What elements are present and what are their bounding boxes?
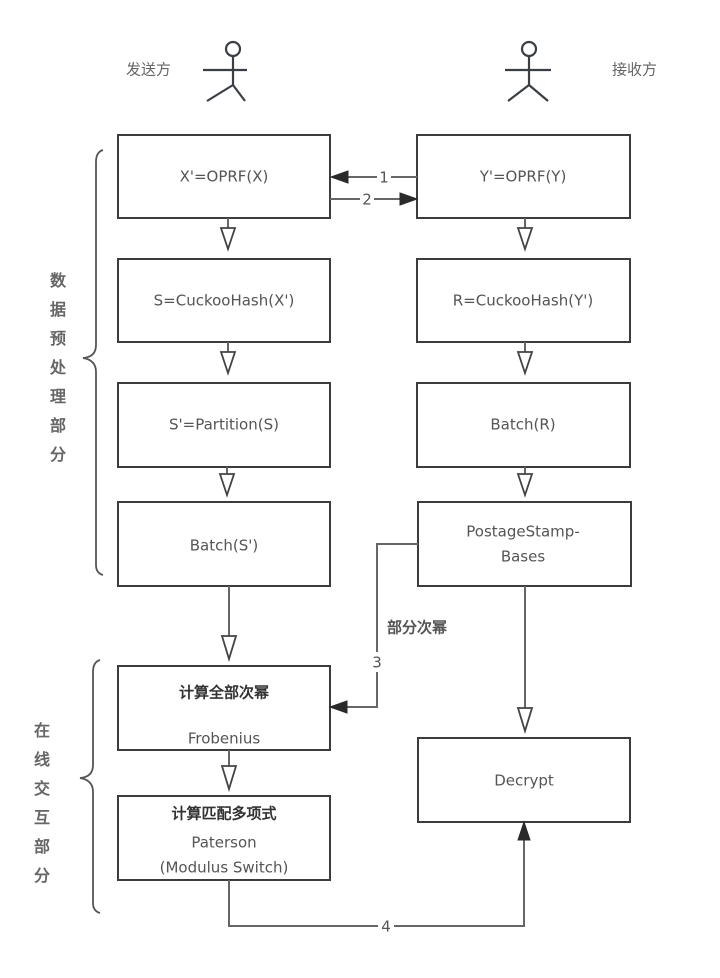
box-sender-partition[interactable]: S'=Partition(S) bbox=[117, 382, 331, 468]
box-receiver-cuckoo-hash[interactable]: R=CuckooHash(Y') bbox=[416, 258, 631, 343]
edge-receiver-cuckoo-to-batch bbox=[516, 342, 534, 376]
svg-text:(Modulus Switch): (Modulus Switch) bbox=[160, 859, 289, 877]
open-arrowhead-icon bbox=[516, 473, 534, 498]
online-section-label: 在 线 交 互 部 分 bbox=[34, 721, 50, 885]
edge-postage-to-decrypt bbox=[516, 586, 534, 735]
svg-text:Batch(R): Batch(R) bbox=[490, 416, 555, 434]
solid-arrowhead-icon bbox=[328, 700, 348, 714]
preprocessing-brace bbox=[82, 149, 104, 576]
svg-text:预: 预 bbox=[50, 329, 66, 348]
svg-text:Bases: Bases bbox=[501, 548, 546, 566]
open-arrowhead-icon bbox=[516, 351, 534, 376]
open-arrowhead-icon bbox=[516, 707, 534, 735]
svg-text:计算全部次幂: 计算全部次幂 bbox=[179, 684, 270, 702]
svg-text:1: 1 bbox=[379, 169, 389, 187]
open-arrowhead-icon bbox=[220, 765, 238, 793]
preprocessing-section-label: 数 据 预 处 理 部 分 bbox=[49, 271, 67, 464]
open-arrowhead-icon bbox=[219, 227, 237, 252]
solid-arrowhead-icon bbox=[329, 170, 349, 184]
svg-text:Paterson: Paterson bbox=[191, 834, 256, 852]
box-compute-matching-polynomial[interactable]: 计算匹配多项式 Paterson (Modulus Switch) bbox=[117, 795, 331, 881]
svg-text:分: 分 bbox=[34, 866, 50, 885]
box-sender-oprf[interactable]: X'=OPRF(X) bbox=[117, 134, 331, 219]
box-receiver-oprf[interactable]: Y'=OPRF(Y) bbox=[416, 134, 631, 219]
svg-text:线: 线 bbox=[34, 750, 50, 769]
svg-text:互: 互 bbox=[34, 808, 50, 827]
svg-text:Decrypt: Decrypt bbox=[494, 772, 554, 790]
edge-sender-partition-to-batch bbox=[218, 467, 236, 498]
solid-arrowhead-icon bbox=[517, 820, 531, 841]
edge-3-partial-powers: 3 部分次幂 bbox=[328, 543, 448, 714]
edge-sender-batch-to-all-powers bbox=[220, 586, 238, 663]
svg-text:PostageStamp-: PostageStamp- bbox=[466, 523, 579, 541]
actor-head-icon bbox=[224, 40, 242, 58]
solid-arrowhead-icon bbox=[399, 192, 419, 206]
svg-text:据: 据 bbox=[50, 300, 66, 319]
edge-receiver-oprf-to-cuckoo bbox=[516, 218, 534, 252]
svg-text:理: 理 bbox=[50, 387, 66, 406]
open-arrowhead-icon bbox=[218, 473, 236, 498]
open-arrowhead-icon bbox=[220, 635, 238, 663]
svg-text:在: 在 bbox=[34, 721, 50, 740]
svg-text:分: 分 bbox=[50, 445, 66, 464]
svg-text:Frobenius: Frobenius bbox=[188, 730, 260, 748]
svg-text:处: 处 bbox=[49, 358, 67, 377]
edge-4-to-decrypt: 4 bbox=[228, 820, 531, 936]
edge-3-note: 部分次幂 bbox=[387, 619, 448, 637]
svg-text:S'=Partition(S): S'=Partition(S) bbox=[169, 416, 279, 434]
svg-text:部: 部 bbox=[34, 837, 50, 856]
sender-label: 发送方 bbox=[126, 61, 171, 79]
box-sender-batch[interactable]: Batch(S') bbox=[117, 501, 331, 587]
svg-text:Batch(S'): Batch(S') bbox=[190, 537, 258, 555]
edge-1-receiver-to-sender: 1 bbox=[329, 168, 417, 187]
edge-sender-oprf-to-cuckoo bbox=[219, 218, 237, 252]
box-compute-all-powers[interactable]: 计算全部次幂 Frobenius bbox=[117, 665, 331, 751]
sender-actor: 发送方 bbox=[126, 40, 247, 102]
edge-2-sender-to-receiver: 2 bbox=[330, 190, 419, 209]
edge-all-powers-to-match-poly bbox=[220, 750, 238, 793]
svg-text:交: 交 bbox=[34, 779, 50, 798]
svg-text:计算匹配多项式: 计算匹配多项式 bbox=[171, 805, 276, 823]
box-postage-stamp-bases[interactable]: PostageStamp- Bases bbox=[417, 501, 632, 587]
box-receiver-batch[interactable]: Batch(R) bbox=[416, 382, 631, 468]
svg-text:S=CuckooHash(X'): S=CuckooHash(X') bbox=[154, 292, 295, 310]
svg-text:3: 3 bbox=[372, 654, 382, 672]
svg-text:部: 部 bbox=[50, 416, 66, 435]
box-decrypt[interactable]: Decrypt bbox=[417, 737, 631, 823]
open-arrowhead-icon bbox=[219, 351, 237, 376]
actor-head-icon bbox=[520, 40, 538, 58]
receiver-label: 接收方 bbox=[612, 61, 657, 79]
svg-text:R=CuckooHash(Y'): R=CuckooHash(Y') bbox=[453, 292, 594, 310]
open-arrowhead-icon bbox=[516, 227, 534, 252]
svg-text:X'=OPRF(X): X'=OPRF(X) bbox=[180, 168, 269, 186]
receiver-actor: 接收方 bbox=[505, 40, 657, 102]
edge-sender-cuckoo-to-partition bbox=[219, 342, 237, 376]
edge-receiver-batch-to-postage bbox=[516, 467, 534, 498]
svg-text:4: 4 bbox=[381, 918, 391, 936]
svg-text:数: 数 bbox=[50, 271, 67, 290]
svg-text:Y'=OPRF(Y): Y'=OPRF(Y) bbox=[479, 168, 567, 186]
svg-text:2: 2 bbox=[362, 191, 372, 209]
box-sender-cuckoo-hash[interactable]: S=CuckooHash(X') bbox=[117, 258, 331, 343]
online-brace bbox=[79, 659, 101, 914]
